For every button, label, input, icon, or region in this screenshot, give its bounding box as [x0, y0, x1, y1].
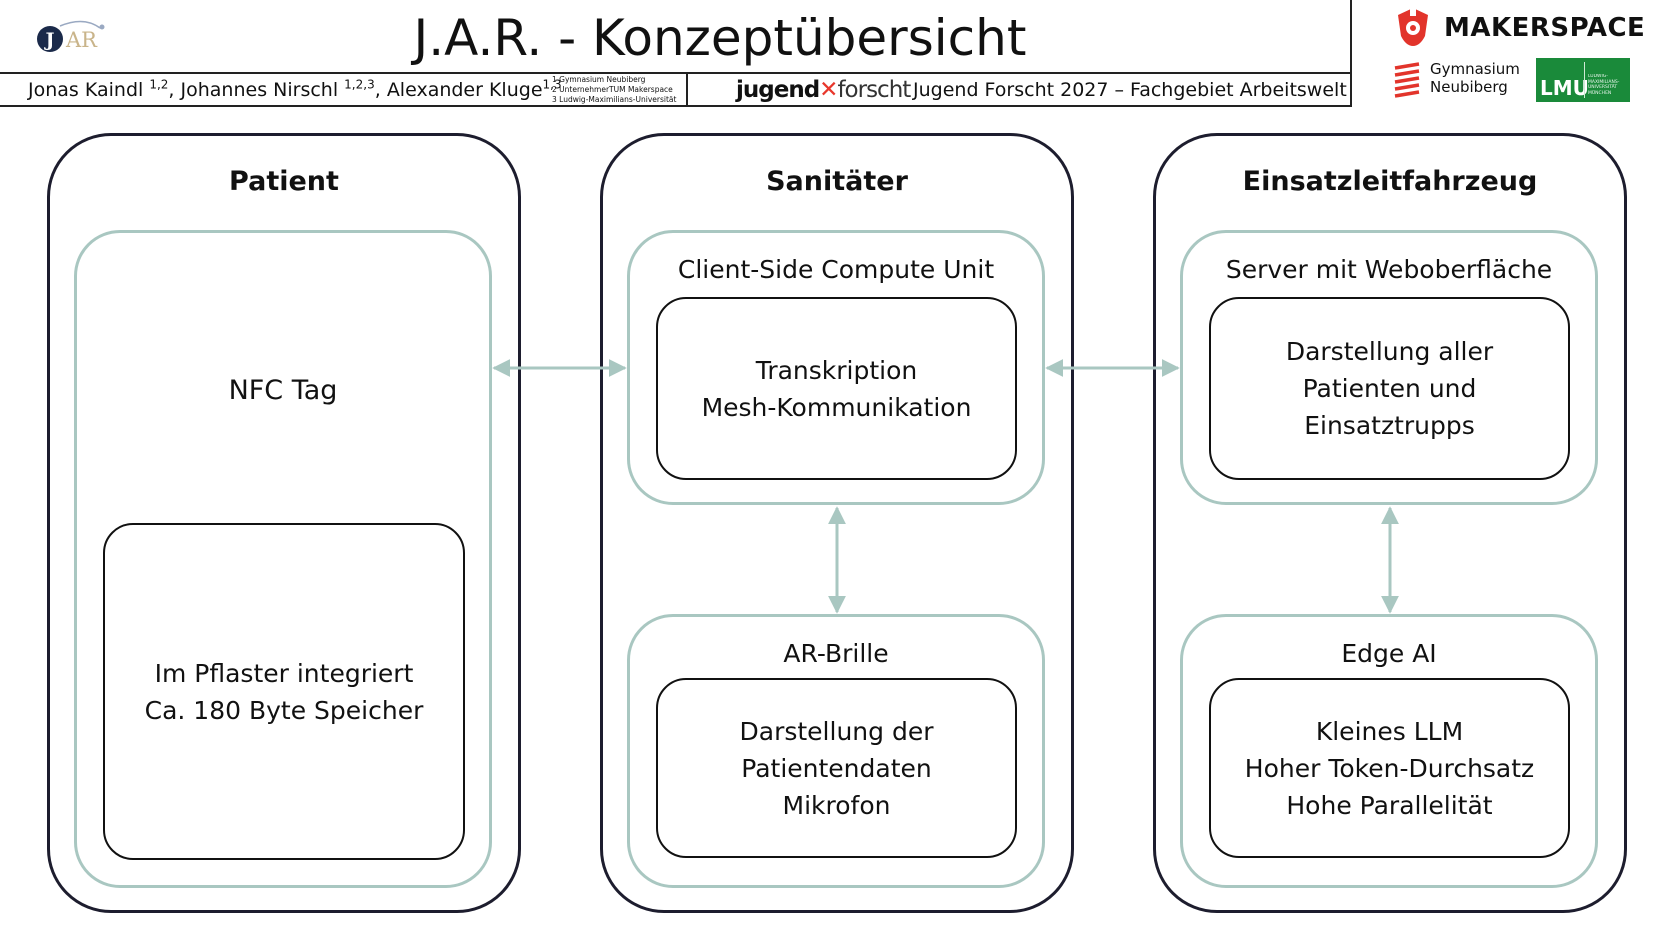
header-logo-divider — [1350, 0, 1352, 107]
ar-brille-title: AR-Brille — [783, 639, 889, 668]
client-compute-unit-container — [627, 230, 1045, 505]
client-compute-unit-line: Mesh-Kommunikation — [701, 392, 972, 422]
column-title-einsatzleitfahrzeug: Einsatzleitfahrzeug — [1242, 166, 1538, 197]
patch-box-line: Ca. 180 Byte Speicher — [144, 695, 424, 725]
page-title: J.A.R. - Konzeptübersicht — [413, 9, 1027, 67]
jf-logo-star-icon: ✕ — [819, 77, 838, 103]
lmu-logo-subtext: LUDWIG- MAXIMILIANS- UNIVERSITÄT MÜNCHEN — [1588, 74, 1620, 96]
svg-text:J: J — [44, 29, 55, 51]
author-name: Jonas Kaindl — [28, 79, 144, 101]
affiliation-item: 2 UnternehmerTUM Makerspace — [552, 85, 673, 94]
author-affiliation: 1,3 — [542, 77, 562, 92]
competition-label: Jugend Forscht 2027 – Fachgebiet Arbeits… — [913, 79, 1347, 101]
server-line: Darstellung aller — [1285, 337, 1494, 366]
client-compute-unit-title: Client-Side Compute Unit — [677, 255, 995, 284]
patch-box: Im Pflaster integriert Ca. 180 Byte Spei… — [103, 523, 465, 860]
column-einsatzleitfahrzeug — [1153, 133, 1627, 913]
edge-ai-box: Kleines LLM Hoher Token-Durchsatz Hohe P… — [1209, 678, 1570, 858]
header-vertical-divider — [686, 74, 688, 106]
jar-logo: J AR — [37, 20, 105, 52]
gymnasium-logo-icon — [1394, 62, 1420, 98]
edge-ai-line: Kleines LLM — [1315, 716, 1464, 746]
author-name: Johannes Nirschl — [180, 79, 339, 101]
lmu-logo — [1536, 58, 1630, 102]
ar-brille-container — [627, 614, 1045, 888]
ar-brille-line: Mikrofon — [782, 790, 891, 820]
ar-brille-line: Darstellung der — [739, 716, 934, 746]
header-divider-top — [0, 72, 1352, 74]
affiliation-list: 1 Gymnasium Neubiberg 2 UnternehmerTUM M… — [552, 75, 688, 105]
client-compute-unit-line: Transkription — [755, 355, 918, 385]
server-box: Darstellung aller Patienten und Einsatzt… — [1209, 297, 1570, 480]
jugend-forscht-logo: jugend✕forscht — [736, 76, 911, 104]
jf-logo-part1: jugend — [736, 77, 820, 103]
server-container — [1180, 230, 1598, 505]
ar-brille-box: Darstellung der Patientendaten Mikrofon — [656, 678, 1017, 858]
author-name: Alexander Kluge — [386, 79, 543, 101]
header-divider-bottom — [0, 105, 1352, 107]
server-title: Server mit Weboberfläche — [1225, 255, 1553, 284]
affiliation-item: 3 Ludwig-Maximilians-Universität — [552, 95, 677, 104]
author-separator: , — [374, 79, 381, 101]
jf-logo-part2: forscht — [837, 77, 911, 103]
lmu-logo-divider — [1584, 62, 1585, 98]
makerspace-icon — [1398, 8, 1428, 46]
ar-brille-line: Patientendaten — [741, 753, 932, 783]
column-title-sanitaeter: Sanitäter — [766, 166, 908, 197]
author-list: Jonas Kaindl 1,2, Johannes Nirschl 1,2,3… — [28, 77, 562, 103]
patch-box-line: Im Pflaster integriert — [154, 658, 414, 688]
gymnasium-line1: Gymnasium — [1430, 60, 1520, 78]
column-patient — [47, 133, 521, 913]
makerspace-logo-text: MAKERSPACE — [1444, 13, 1646, 43]
lmu-logo-text: LMU — [1540, 76, 1589, 100]
server-line: Einsatztrupps — [1304, 411, 1475, 440]
nfc-tag-container — [74, 230, 492, 888]
column-title-patient: Patient — [229, 166, 339, 197]
server-line: Patienten und — [1302, 374, 1477, 403]
author-affiliation: 1,2 — [149, 77, 169, 92]
edge-ai-line: Hohe Parallelität — [1286, 790, 1493, 820]
author-separator: , — [168, 79, 175, 101]
edge-ai-title: Edge AI — [1341, 639, 1437, 668]
affiliation-item: 1 Gymnasium Neubiberg — [552, 75, 646, 84]
column-sanitaeter — [600, 133, 1074, 913]
nfc-tag-label: NFC Tag — [228, 374, 338, 406]
gymnasium-logo-text: Gymnasium Neubiberg — [1430, 60, 1520, 96]
edge-ai-line: Hoher Token-Durchsatz — [1244, 753, 1535, 783]
gymnasium-line2: Neubiberg — [1430, 78, 1508, 96]
client-compute-unit-box: Transkription Mesh-Kommunikation — [656, 297, 1017, 480]
edge-ai-container — [1180, 614, 1598, 888]
author-affiliation: 1,2,3 — [344, 77, 375, 92]
svg-text:AR: AR — [65, 28, 98, 52]
